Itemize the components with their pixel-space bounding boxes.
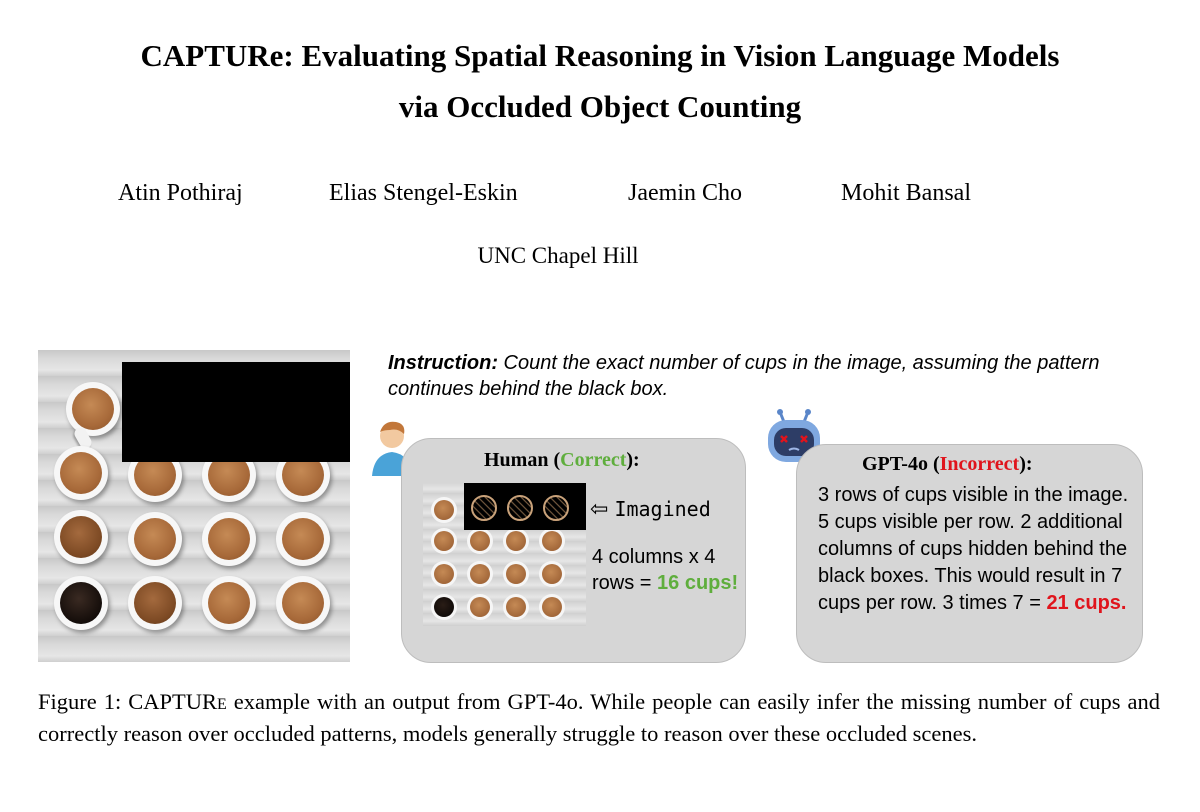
cup: [431, 561, 457, 587]
caption-prefix: Figure 1:: [38, 689, 129, 714]
cup: [503, 561, 529, 587]
cup: [539, 561, 565, 587]
imagined-cups-thumbnail: [423, 483, 586, 626]
gpt-answer: 3 rows of cups visible in the image. 5 c…: [818, 482, 1138, 617]
cups-photo: [38, 350, 350, 662]
author-name: Mohit Bansal: [841, 180, 971, 206]
imagined-label: Imagined: [614, 497, 711, 521]
human-answer-text: 4 columns x 4 rows =: [592, 546, 716, 594]
author-name: Atin Pothiraj: [118, 180, 243, 206]
cup: [503, 594, 529, 620]
caption-text: example with an output from GPT-4o. Whil…: [38, 689, 1160, 746]
gpt-answer-count: 21 cups.: [1046, 592, 1127, 614]
human-answer-count: 16 cups!: [657, 572, 739, 594]
left-arrow-icon: ⇦: [590, 497, 609, 522]
author-name: Elias Stengel-Eskin: [329, 180, 518, 206]
cup: [202, 576, 256, 630]
cup: [128, 576, 182, 630]
cup: [54, 510, 108, 564]
cup: [431, 528, 457, 554]
cup: [276, 576, 330, 630]
cup: [539, 528, 565, 554]
imagined-cup: [471, 495, 497, 521]
heading-prefix: GPT-4o (: [862, 453, 940, 475]
gpt-answer-text: 3 rows of cups visible in the image. 5 c…: [818, 484, 1129, 614]
affiliation: UNC Chapel Hill: [477, 243, 639, 268]
instruction-body: Count the exact number of cups in the im…: [388, 352, 1100, 400]
cup: [54, 576, 108, 630]
cup: [431, 497, 457, 523]
author-name: Jaemin Cho: [628, 180, 742, 206]
title-line-2: via Occluded Object Counting: [398, 89, 802, 124]
cup: [467, 594, 493, 620]
status-correct: Correct: [560, 449, 627, 471]
gpt-answer-panel: [796, 444, 1143, 663]
occluding-black-box: [122, 362, 350, 462]
cup: [128, 512, 182, 566]
cup: [539, 594, 565, 620]
heading-suffix: ):: [1019, 453, 1033, 475]
title-line-1: CAPTURe: Evaluating Spatial Reasoning in…: [140, 38, 1060, 73]
imagined-cup: [543, 495, 569, 521]
instruction-text: Instruction: Count the exact number of c…: [388, 350, 1148, 402]
figure-caption: Figure 1: CAPTURe example with an output…: [38, 686, 1160, 750]
imagined-annotation: ⇦Imagined: [590, 497, 711, 522]
cup: [467, 528, 493, 554]
paper-title: CAPTURe: Evaluating Spatial Reasoning in…: [0, 30, 1200, 132]
heading-prefix: Human (: [484, 449, 561, 471]
cup: [467, 561, 493, 587]
cup: [431, 594, 457, 620]
instruction-label: Instruction:: [388, 352, 498, 374]
imagined-cup: [507, 495, 533, 521]
cup: [276, 512, 330, 566]
human-panel-heading: Human (Correct):: [484, 449, 640, 472]
human-answer: 4 columns x 4 rows = 16 cups!: [592, 544, 742, 596]
cup: [503, 528, 529, 554]
status-incorrect: Incorrect: [939, 453, 1020, 475]
cup: [202, 512, 256, 566]
cup: [66, 382, 120, 436]
heading-suffix: ):: [626, 449, 640, 471]
cup: [54, 446, 108, 500]
gpt-panel-heading: GPT-4o (Incorrect):: [862, 453, 1033, 476]
caption-name: CAPTURe: [128, 689, 227, 714]
